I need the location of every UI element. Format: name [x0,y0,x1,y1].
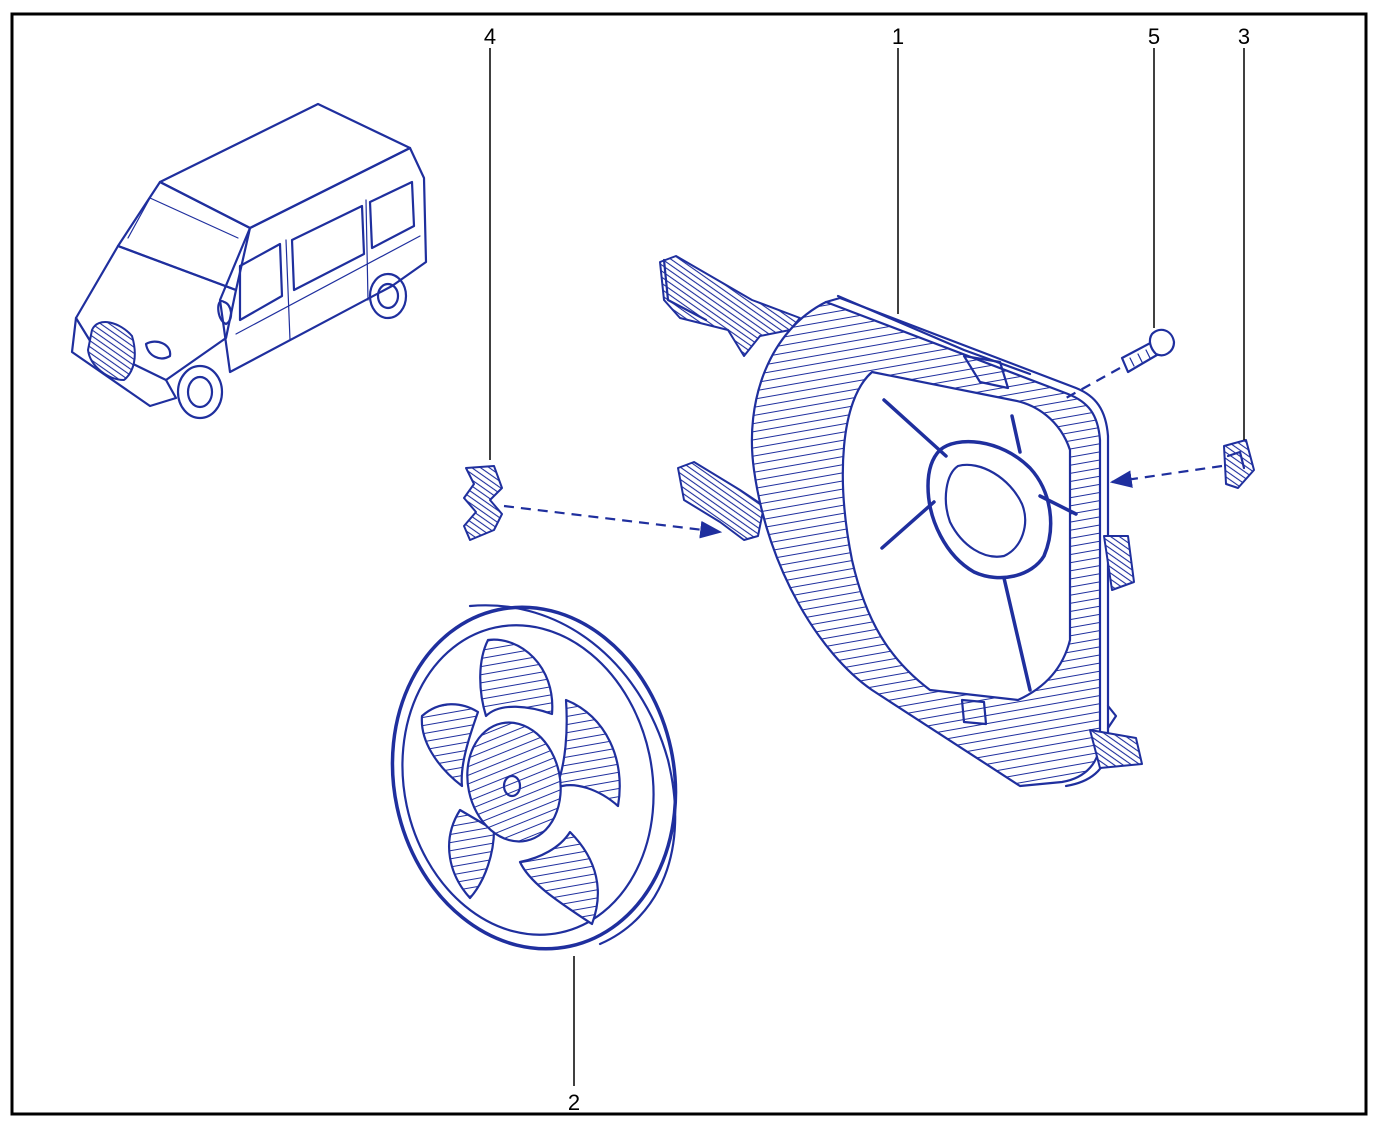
callout-5: 5 [1148,24,1160,49]
diagram-frame [10,12,1368,1116]
clip-left [463,465,503,541]
clip-right [1223,439,1255,489]
callout-1: 1 [892,24,904,49]
assembly-line-5 [1065,367,1121,399]
fan-impeller [390,604,678,951]
callout-4: 4 [484,24,496,49]
callout-2: 2 [568,1090,580,1115]
assembly-line-3 [1109,464,1223,488]
van-illustration [70,102,428,420]
fan-shroud [659,255,1143,788]
bolt [1120,328,1176,374]
callout-3: 3 [1238,24,1250,49]
assembly-line-4 [503,504,723,539]
